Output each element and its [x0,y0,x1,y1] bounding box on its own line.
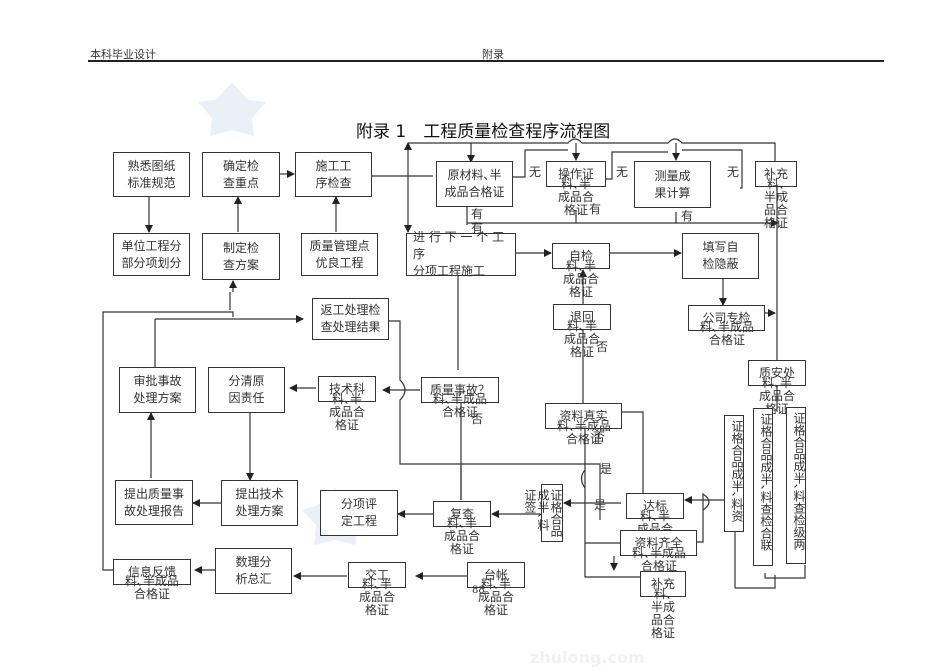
overlay-text: 料､半成品 合格证 [432,392,487,419]
diagram-title: 附录 1 工程质量检查程序流程图 [356,122,611,142]
vbox-material-visa: 证格合品成半､料证签 [523,484,563,542]
box-self-inspection: 自检 [552,243,610,269]
box-meets-standard: 达标 [626,493,684,519]
label-no: 无 [727,165,740,179]
header-center: 附录 [482,48,504,61]
label-is: 是 [594,498,607,512]
box-data-authentic: 资料真实 [545,403,622,429]
box-inspection-plan: 制定检 查方案 [202,233,280,280]
box-supplement-top: 补充 [755,161,797,187]
overlay-text: 料､半成品 合格证 [124,574,179,601]
box-clarify-cause: 分清原 因责任 [208,367,285,413]
overlay-text: 料､半 成品合 格证 [557,177,594,217]
box-unit-division: 单位工程分 部分项划分 [113,233,190,276]
box-quality-safety-office: 质安处 [748,360,806,386]
box-recheck: 复查 [433,501,491,527]
label-yes: 有 [589,202,602,216]
overlay-text: 料､半成品 合格证 [556,419,611,446]
label-yes: 有 [471,221,484,235]
box-subitem-evaluation: 分项评 定工程 [320,490,398,536]
box-return: 退回 [553,304,611,330]
overlay-text: 料､半 成品合 格证 [328,392,365,432]
overlay-text: 料､半 成品合 格证 [477,577,514,617]
box-fill-self-inspection: 填写自 检隐蔽 [682,233,759,279]
overlay-text: 料､ 半成 品合 格证 [763,177,788,230]
box-survey-results: 测量成 果计算 [634,161,711,208]
box-supplement-bottom: 补充 [640,571,686,597]
label-yes: 有 [681,209,694,223]
box-handover: 交工 [348,562,406,588]
box-technical-plan: 提出技术 处理方案 [221,480,298,526]
overlay-text: 料､半 成品合 格证 [358,577,395,617]
vbox-joint-inspection: 证格合品成半､料查检合联 [753,408,773,566]
overlay-text: 料､半 成品合 格证 [758,376,795,416]
box-material-certificate: 原材料､半 成品合格证 [436,161,513,207]
vbox-material-data: 证格合品成半､料资 [724,415,744,532]
label-no: 无 [616,165,629,179]
page-number: 88 [472,585,485,596]
vbox-two-level-inspection: 证格合品成半､料查检级两 [786,407,806,564]
box-quality-control-point: 质量管理点 优良工程 [301,233,378,276]
box-rework-result: 返工处理检 查处理结果 [312,298,389,340]
overlay-text: 料､ 半成 品合 格证 [650,587,675,640]
box-next-process: 进 行 下 一 个 工 序 分项工程施工 [406,230,516,278]
overlay-text: 料､半成品 合格证 [699,320,754,347]
overlay-text: 料､半 成品合 格证 [563,319,600,359]
label-no: 无 [529,165,542,179]
header-left: 本科毕业设计 [90,48,156,61]
watermark-text: zhulong.com [530,648,645,667]
box-operation-certificate: 操作证 [546,161,606,187]
box-data-complete: 资料齐全 [620,530,697,556]
box-technical-department: 技术科 [318,376,376,402]
box-company-inspection: 公司专检 [688,305,765,331]
box-determine-focus: 确定检 查重点 [202,152,280,197]
box-info-feedback: 信息反馈 [113,559,191,585]
box-statistical-analysis: 数理分 析总汇 [215,548,292,594]
label-no-fou: 否 [471,412,484,426]
label-no-fou: 否 [596,340,609,354]
header-rule [88,60,884,62]
overlay-text: 料､半 成品合 格证 [562,259,599,299]
overlay-text: 料､半成品 合格证 [631,546,686,573]
overlay-text: 料､半 成品合 格证 [443,516,480,556]
box-construction-inspection: 施工工 序检查 [295,152,372,197]
box-ledger: 台帐 [467,562,525,588]
label-yes: 有 [471,207,484,221]
box-quality-accident: 质量事故？ [421,377,499,403]
box-familiarize-drawings: 熟悉图纸 标准规范 [113,152,190,197]
box-accident-report: 提出质量事 故处理报告 [115,480,193,525]
label-is: 是 [600,462,613,476]
label-no-fou: 否 [593,430,606,444]
box-approve-plan: 审批事故 处理方案 [119,367,196,413]
